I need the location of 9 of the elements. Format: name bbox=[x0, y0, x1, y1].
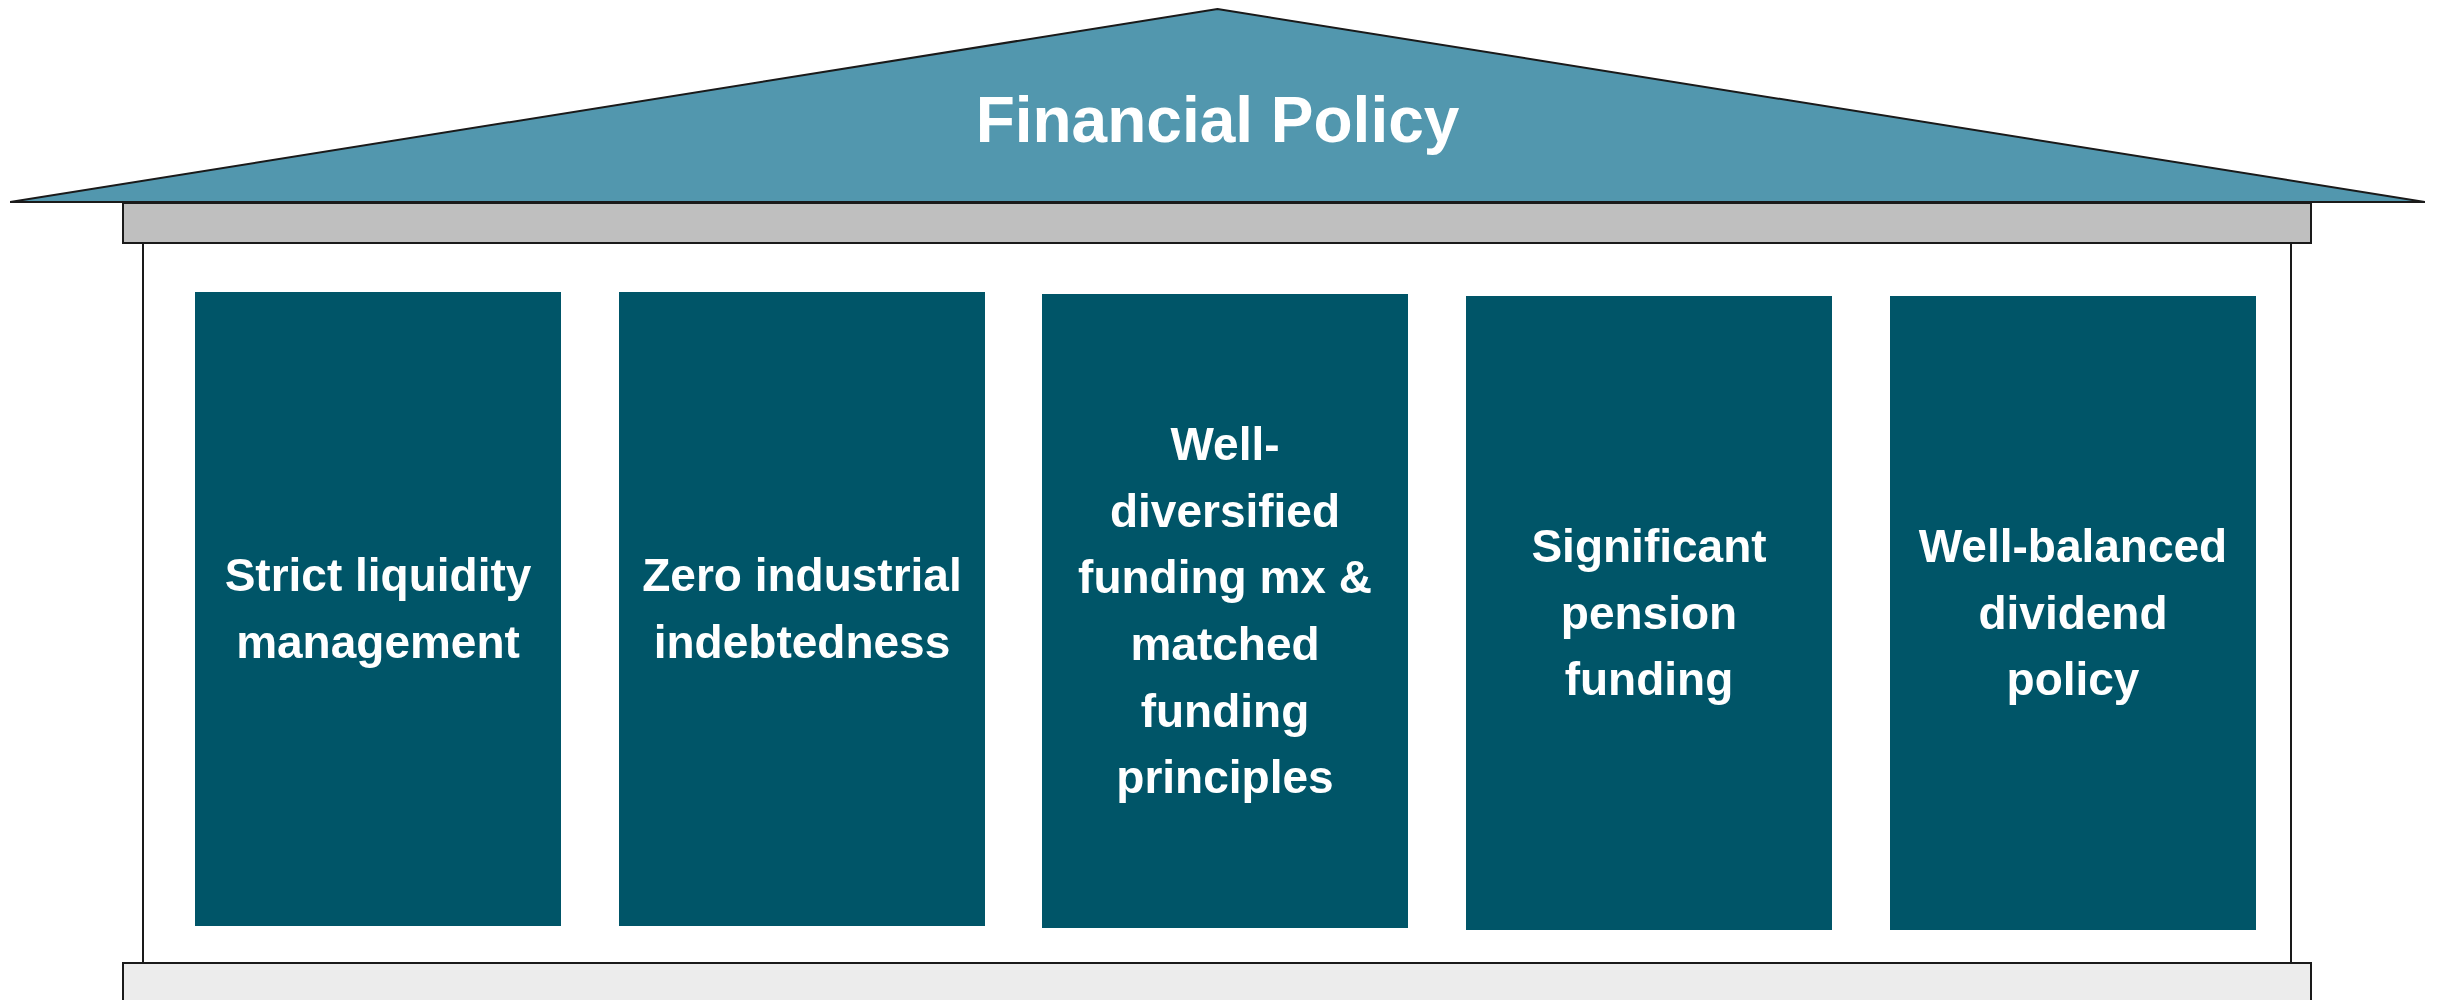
title-text: Financial Policy bbox=[975, 83, 1460, 157]
beam-bar bbox=[122, 202, 2312, 244]
base-bar bbox=[122, 962, 2312, 1000]
pillar: Zero industrial indebtedness bbox=[619, 292, 985, 926]
pillar: Significant pension funding bbox=[1466, 296, 1832, 930]
pillar: Well-diversified funding mx & matched funding principles bbox=[1042, 294, 1408, 928]
house-wall bbox=[142, 244, 2292, 962]
pillar: Strict liquidity management bbox=[195, 292, 561, 926]
pillar: Well-balanced dividend policy bbox=[1890, 296, 2256, 930]
